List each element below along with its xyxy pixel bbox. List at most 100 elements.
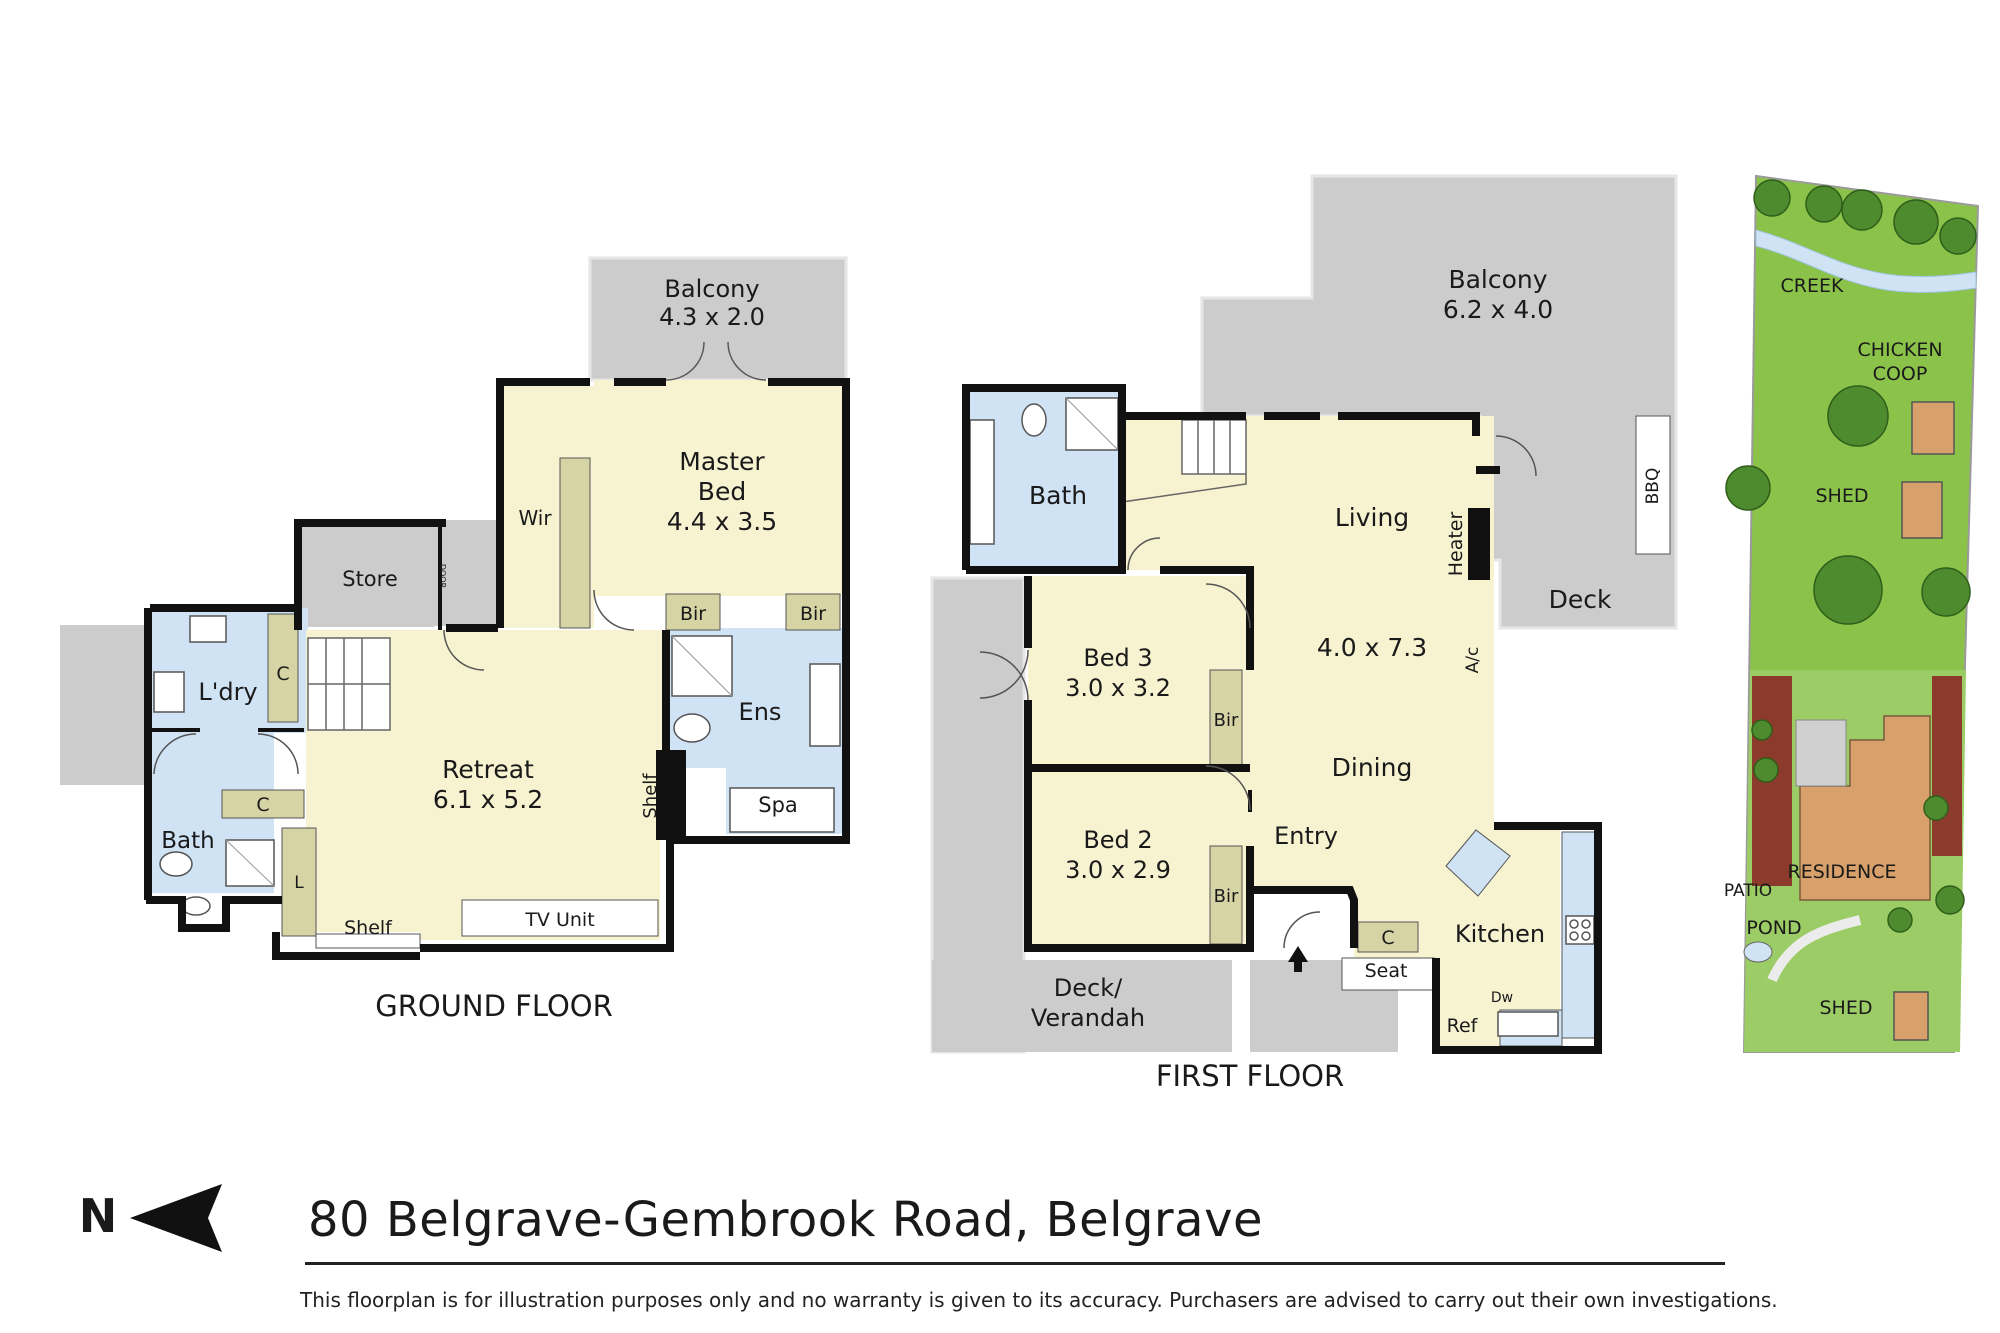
- ground-floor-title: GROUND FLOOR: [375, 989, 613, 1023]
- retreat-shelf-bottom-label: Shelf: [344, 917, 393, 939]
- master-bir-2-label: Bir: [800, 603, 826, 625]
- ground-door-swings: [153, 341, 767, 775]
- bed2-size: 3.0 x 2.9: [1065, 856, 1171, 884]
- entry-cupboard-label: C: [1381, 927, 1394, 949]
- retreat-shelf-bottom: [315, 933, 421, 949]
- north-label: N: [79, 1189, 118, 1243]
- laundry-c2-label: C: [256, 794, 269, 816]
- bbq-label: BBQ: [1643, 468, 1663, 505]
- ensuite-toilet: [673, 713, 711, 743]
- ensuite-label: Ens: [739, 698, 782, 726]
- mulch-bed-right: [1932, 676, 1962, 856]
- first-bath-vanity: [969, 419, 995, 545]
- shed-lower-label: SHED: [1820, 997, 1873, 1019]
- ac-label: A/c: [1463, 647, 1483, 674]
- residence-steps: [1795, 719, 1847, 787]
- ground-stairs: [307, 637, 391, 731]
- pond: [1743, 941, 1773, 963]
- first-balcony-label: Balcony: [1448, 265, 1547, 294]
- kitchen-island: [1445, 829, 1511, 897]
- master-bed-size: 4.4 x 3.5: [667, 507, 777, 536]
- store-label: Store: [342, 567, 398, 591]
- linen-label: L: [294, 873, 304, 893]
- retreat-size: 6.1 x 5.2: [433, 785, 543, 814]
- garden-path: [1767, 915, 1862, 983]
- address-underline: [305, 1262, 1725, 1265]
- residence-label: RESIDENCE: [1788, 861, 1897, 883]
- bed3-label: Bed 3: [1083, 644, 1152, 672]
- laundry-cupboard-c2: [221, 789, 305, 819]
- entry-label: Entry: [1274, 822, 1338, 850]
- north-compass: N: [79, 1184, 222, 1252]
- site-plan: CREEK CHICKEN COOP SHED RESIDENCE PATIO …: [1724, 174, 1980, 1053]
- bbq-area: [1635, 415, 1671, 555]
- ref-label: Ref: [1447, 1015, 1479, 1037]
- tv-unit: [461, 899, 659, 937]
- laundry-c1-label: C: [276, 663, 289, 685]
- shed-upper-label: SHED: [1816, 485, 1869, 507]
- first-bath-toilet: [1021, 403, 1047, 437]
- laundry-cupboard-c1: [267, 613, 299, 723]
- master-bir-2: [785, 593, 841, 631]
- heater-unit: [1468, 508, 1490, 580]
- ground-balcony-size: 4.3 x 2.0: [659, 303, 765, 331]
- ground-bath-basin: [181, 896, 211, 916]
- retreat-shelf-side-label: Shelf: [640, 773, 661, 819]
- retreat-room: [306, 630, 666, 940]
- deck-verandah-label-2: Verandah: [1031, 1004, 1145, 1032]
- store-room: [300, 523, 434, 627]
- first-door-swings: [979, 435, 1537, 949]
- chicken-coop-label-1: CHICKEN: [1857, 339, 1942, 361]
- bed3-bir-label: Bir: [1214, 710, 1239, 731]
- ground-bath-toilet: [159, 851, 193, 877]
- master-bir-1-label: Bir: [680, 603, 706, 625]
- master-bed-label-2: Bed: [698, 477, 746, 506]
- ground-side-deck: [60, 625, 146, 785]
- entry-arrow: [1288, 946, 1308, 972]
- dining-label: Dining: [1332, 753, 1413, 782]
- creek-label: CREEK: [1781, 275, 1844, 297]
- tv-unit-label: TV Unit: [524, 909, 594, 931]
- pond-label: POND: [1746, 917, 1801, 939]
- site-trees: [1725, 179, 1977, 933]
- patio-label: PATIO: [1724, 881, 1772, 901]
- creek: [1755, 229, 1977, 294]
- chicken-coop: [1911, 401, 1955, 455]
- spa-label: Spa: [758, 793, 798, 817]
- laundry-tub: [153, 671, 185, 713]
- bed3-bir: [1209, 669, 1243, 769]
- disclaimer-text: This floorplan is for illustration purpo…: [300, 1288, 1778, 1312]
- deck-label: Deck: [1549, 585, 1612, 614]
- wir-label: Wir: [518, 506, 552, 530]
- living-label: Living: [1335, 503, 1409, 532]
- retreat-label: Retreat: [442, 755, 534, 784]
- ground-bath-label: Bath: [161, 828, 214, 854]
- first-balcony-size: 6.2 x 4.0: [1443, 295, 1553, 324]
- cooktop: [1565, 915, 1595, 945]
- spa-tub: [729, 787, 835, 833]
- ground-balcony-area: [588, 256, 848, 382]
- master-bed-room: [594, 380, 844, 596]
- seat-label: Seat: [1365, 960, 1408, 982]
- deck-verandah-bottom: [932, 960, 1232, 1052]
- ground-balcony-label: Balcony: [664, 275, 759, 303]
- living-size: 4.0 x 7.3: [1317, 633, 1427, 662]
- laundry-label: L'dry: [198, 678, 257, 706]
- heater-label: Heater: [1445, 512, 1467, 577]
- master-bed-label-1: Master: [679, 447, 765, 476]
- first-bath-label: Bath: [1029, 481, 1087, 510]
- kitchen-label: Kitchen: [1455, 920, 1545, 948]
- north-arrow-icon: [130, 1184, 222, 1252]
- store-side-area: [432, 520, 498, 626]
- bed3-size: 3.0 x 3.2: [1065, 674, 1171, 702]
- linen-cupboard: [281, 827, 317, 937]
- master-bir-1: [665, 593, 721, 631]
- deck-verandah-label-1: Deck/: [1054, 974, 1123, 1002]
- ground-walls: [144, 378, 850, 960]
- store-door-label: DOOR: [438, 564, 447, 589]
- kitchen-sink: [1497, 1011, 1559, 1037]
- bed2-bir-label: Bir: [1214, 886, 1239, 907]
- laundry-sink: [189, 615, 227, 643]
- wir-shelf: [559, 457, 591, 629]
